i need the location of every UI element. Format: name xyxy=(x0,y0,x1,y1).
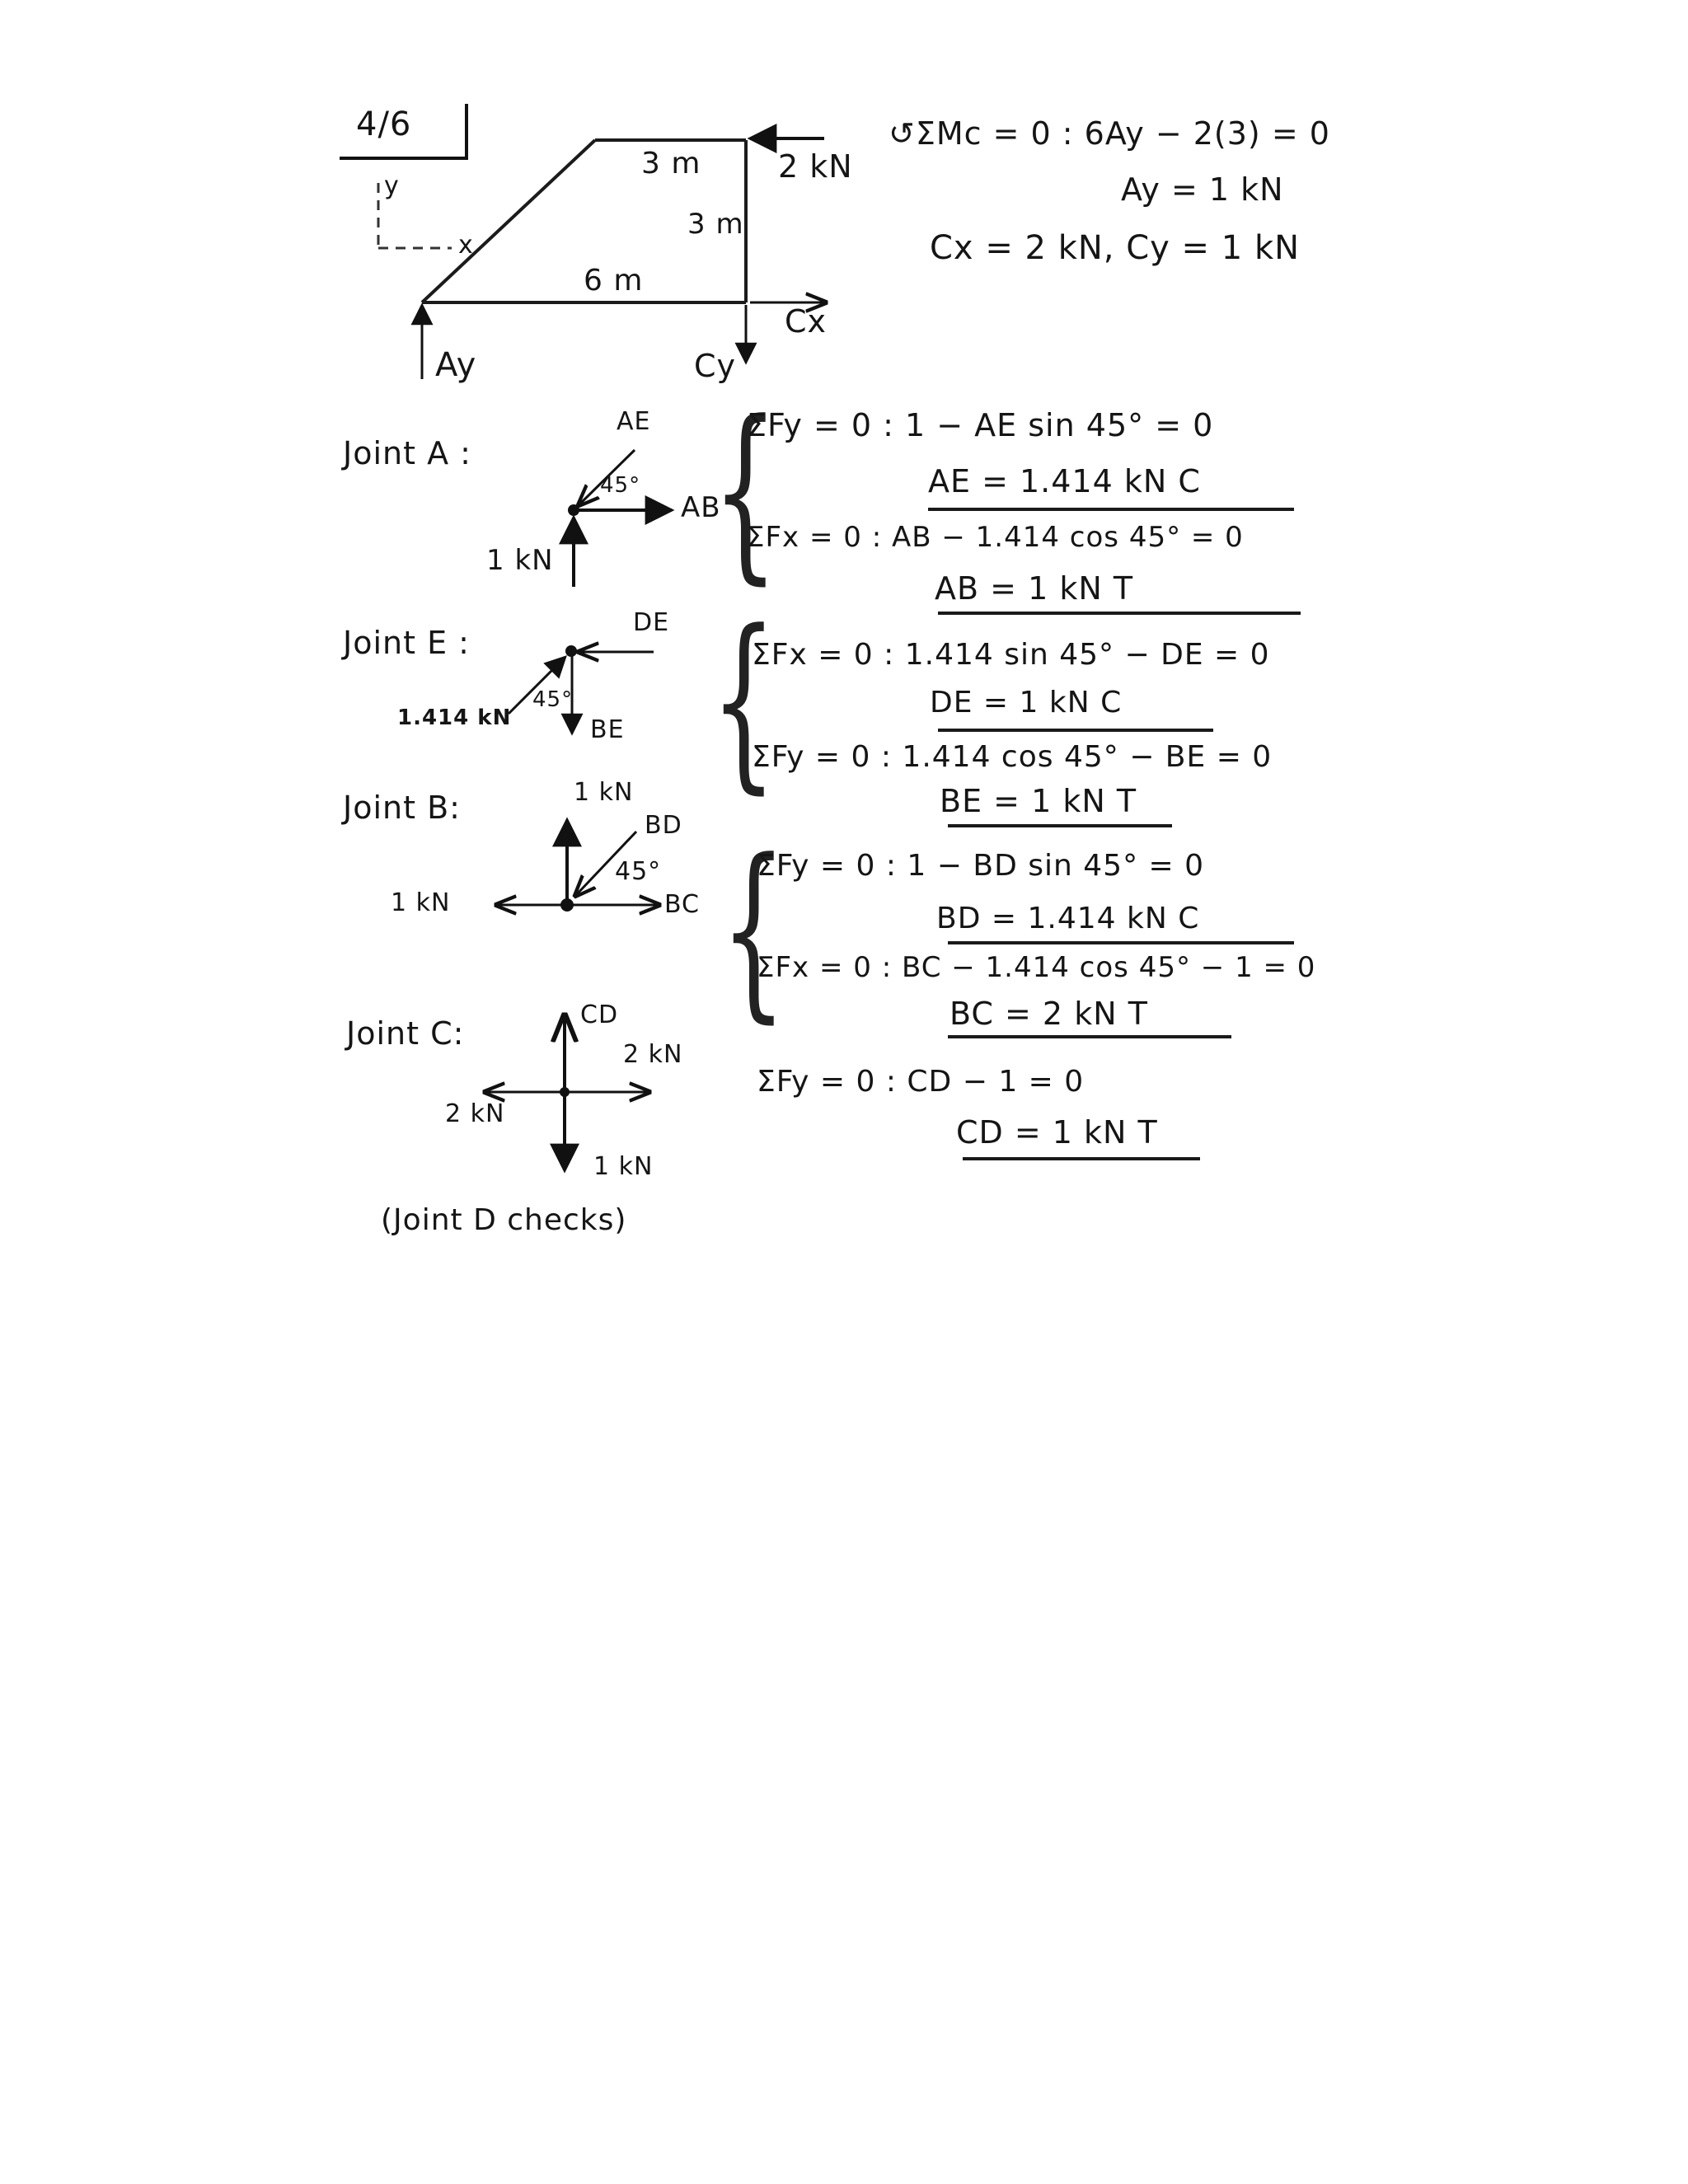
joint-e-brace: { xyxy=(710,591,777,811)
joint-b-label: Joint B: xyxy=(343,790,461,826)
joint-b-angle-label: 45° xyxy=(615,857,662,886)
joint-c-result-1: CD = 1 kN T xyxy=(956,1114,1158,1151)
joint-a-angle-label: 45° xyxy=(600,473,641,498)
joint-a-brace: { xyxy=(712,382,779,602)
result-underline xyxy=(938,729,1213,732)
joint-e-angle-label: 45° xyxy=(532,687,574,712)
joint-e-eq-1: ΣFx = 0 : 1.414 sin 45° − DE = 0 xyxy=(752,638,1270,672)
joint-b-fbd xyxy=(496,817,659,912)
joint-c-label: Joint C: xyxy=(346,1015,465,1052)
result-underline xyxy=(938,612,1301,615)
joint-b-result-2: BC = 2 kN T xyxy=(950,996,1148,1032)
ay-result: Ay = 1 kN xyxy=(1121,171,1284,208)
joint-e-eq-2: ΣFy = 0 : 1.414 cos 45° − BE = 0 xyxy=(752,740,1273,774)
result-underline xyxy=(963,1157,1200,1160)
joint-a-ab-label: AB xyxy=(681,491,721,524)
joint-c-cd-label: CD xyxy=(580,1001,619,1029)
joint-c-fbd xyxy=(485,1015,649,1174)
joint-b-eq-1: ΣFy = 0 : 1 − BD sin 45° = 0 xyxy=(757,849,1205,883)
truss-diagram xyxy=(420,138,748,304)
axes-icon xyxy=(377,183,452,250)
joint-b-1kn-label: 1 kN xyxy=(391,888,451,917)
bottom-member-dimension: 6 m xyxy=(584,264,644,298)
cy-label: Cy xyxy=(694,348,737,384)
result-underline xyxy=(948,1035,1231,1038)
y-axis-label: y xyxy=(384,171,400,200)
top-member-dimension: 3 m xyxy=(641,147,701,180)
ay-label: Ay xyxy=(435,346,477,384)
applied-load-label: 2 kN xyxy=(778,148,853,185)
joint-b-eq-2: ΣFx = 0 : BC − 1.414 cos 45° − 1 = 0 xyxy=(757,951,1316,984)
joint-a-ae-label: AE xyxy=(617,407,651,436)
result-underline xyxy=(948,824,1172,827)
joint-b-vert-label: 1 kN xyxy=(574,778,634,807)
joint-b-bd-label: BD xyxy=(645,811,682,840)
problem-number-box xyxy=(340,104,468,160)
result-underline xyxy=(928,508,1294,511)
x-axis-label: x xyxy=(458,231,474,260)
joint-e-result-1: DE = 1 kN C xyxy=(930,686,1123,719)
joint-b-brace: { xyxy=(720,820,787,1040)
joint-e-result-2: BE = 1 kN T xyxy=(940,783,1137,819)
joint-c-2kn-left-label: 2 kN xyxy=(445,1099,505,1128)
joint-a-label: Joint A : xyxy=(343,435,471,471)
joint-e-1414-label: 1.414 kN xyxy=(397,705,512,730)
joint-e-label: Joint E : xyxy=(343,625,470,661)
c-reactions-result: Cx = 2 kN, Cy = 1 kN xyxy=(930,229,1301,267)
joint-c-2kn-right-label: 2 kN xyxy=(623,1040,683,1069)
joint-d-note: (Joint D checks) xyxy=(381,1203,627,1237)
result-underline xyxy=(948,941,1294,944)
joint-e-de-label: DE xyxy=(633,608,670,637)
moment-equation: ↺ΣMc = 0 : 6Ay − 2(3) = 0 xyxy=(889,115,1330,152)
problem-number: 4/6 xyxy=(356,105,412,143)
joint-a-result-1: AE = 1.414 kN C xyxy=(928,463,1201,499)
joint-a-1kn-label: 1 kN xyxy=(486,544,554,577)
joint-c-1kn-label: 1 kN xyxy=(593,1152,654,1181)
cx-label: Cx xyxy=(785,303,828,340)
joint-a-eq-2: ΣFx = 0 : AB − 1.414 cos 45° = 0 xyxy=(747,521,1244,554)
vertical-member-dimension: 3 m xyxy=(687,208,744,241)
joint-a-fbd xyxy=(559,448,675,587)
joint-e-fbd xyxy=(507,645,654,736)
joint-b-bc-label: BC xyxy=(664,890,701,919)
joint-c-eq-1: ΣFy = 0 : CD − 1 = 0 xyxy=(757,1065,1085,1099)
joint-a-eq-1: ΣFy = 0 : 1 − AE sin 45° = 0 xyxy=(747,407,1214,443)
joint-a-result-2: AB = 1 kN T xyxy=(935,570,1134,607)
joint-b-result-1: BD = 1.414 kN C xyxy=(936,902,1200,935)
joint-e-be-label: BE xyxy=(590,715,625,744)
